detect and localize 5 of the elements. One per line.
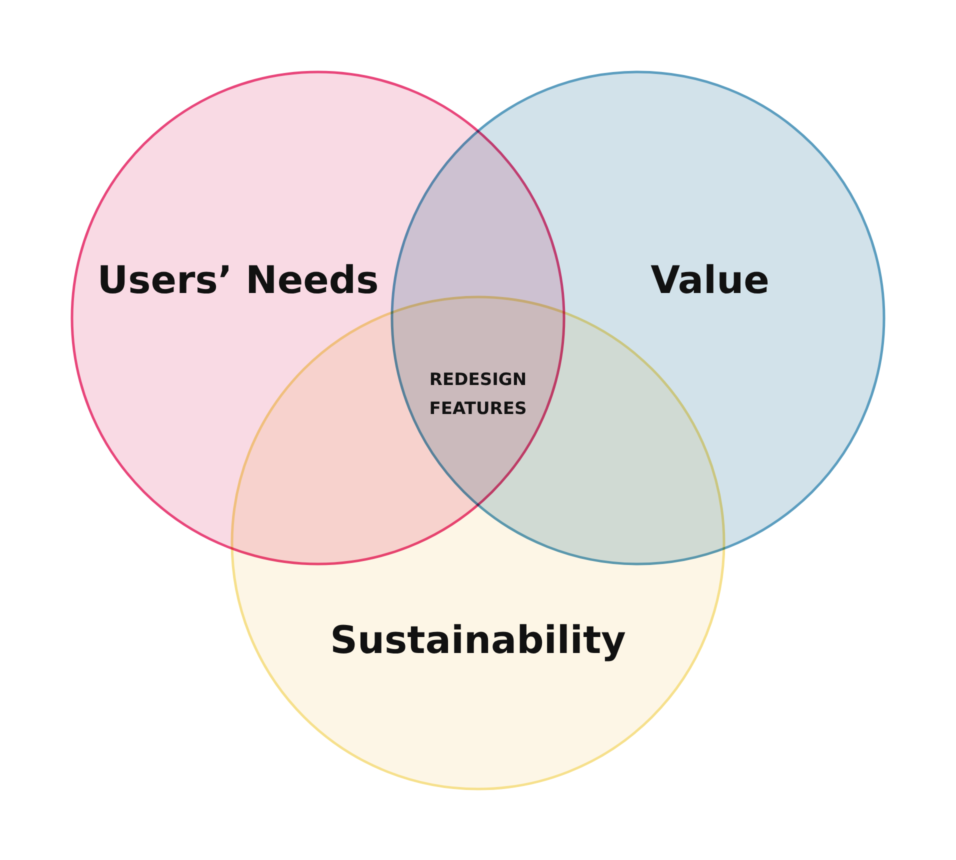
center-label: REDESIGN FEATURES (428, 369, 528, 421)
venn-circle (231, 296, 725, 790)
circle-label: Sustainability (330, 618, 626, 662)
circle-label: Users’ Needs (97, 258, 379, 302)
circle-label: Value (650, 258, 770, 302)
